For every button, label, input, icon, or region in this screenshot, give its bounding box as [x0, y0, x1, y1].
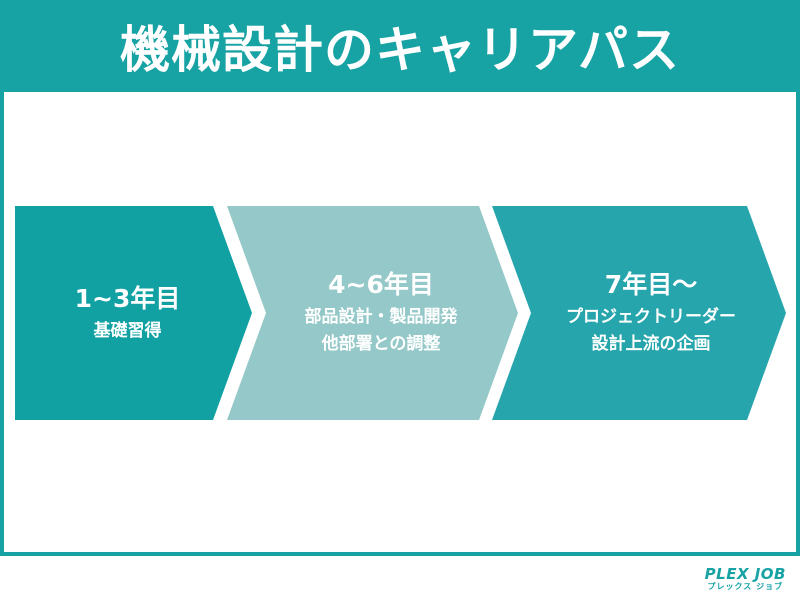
page-title: 機械設計のキャリアパス — [120, 21, 680, 79]
step-1-line-1: 基礎習得 — [93, 320, 162, 341]
step-3-line-2: 設計上流の企画 — [591, 334, 711, 354]
step-2-arrow — [227, 206, 518, 420]
logo-sub-text: プレックス ジョブ — [707, 582, 784, 591]
step-3-arrow — [492, 206, 786, 420]
step-2-line-1: 部品設計・製品開発 — [304, 307, 458, 327]
step-3-heading: 7年目〜 — [604, 270, 698, 299]
step-1-arrow — [15, 206, 252, 420]
step-2-text: 4~6年目 部品設計・製品開発 他部署との調整 — [262, 206, 500, 420]
step-2-heading: 4~6年目 — [328, 270, 434, 299]
step-3-line-1: プロジェクトリーダー — [566, 307, 736, 327]
step-3-text: 7年目〜 プロジェクトリーダー 設計上流の企画 — [526, 206, 776, 420]
step-1-text: 1~3年目 基礎習得 — [15, 206, 240, 420]
step-2-line-2: 他部署との調整 — [321, 334, 441, 354]
plexjob-logo: PLEX JOB プレックス ジョブ — [705, 566, 786, 592]
logo-main-text: PLEX JOB — [704, 565, 786, 583]
step-1-heading: 1~3年目 — [74, 283, 181, 313]
